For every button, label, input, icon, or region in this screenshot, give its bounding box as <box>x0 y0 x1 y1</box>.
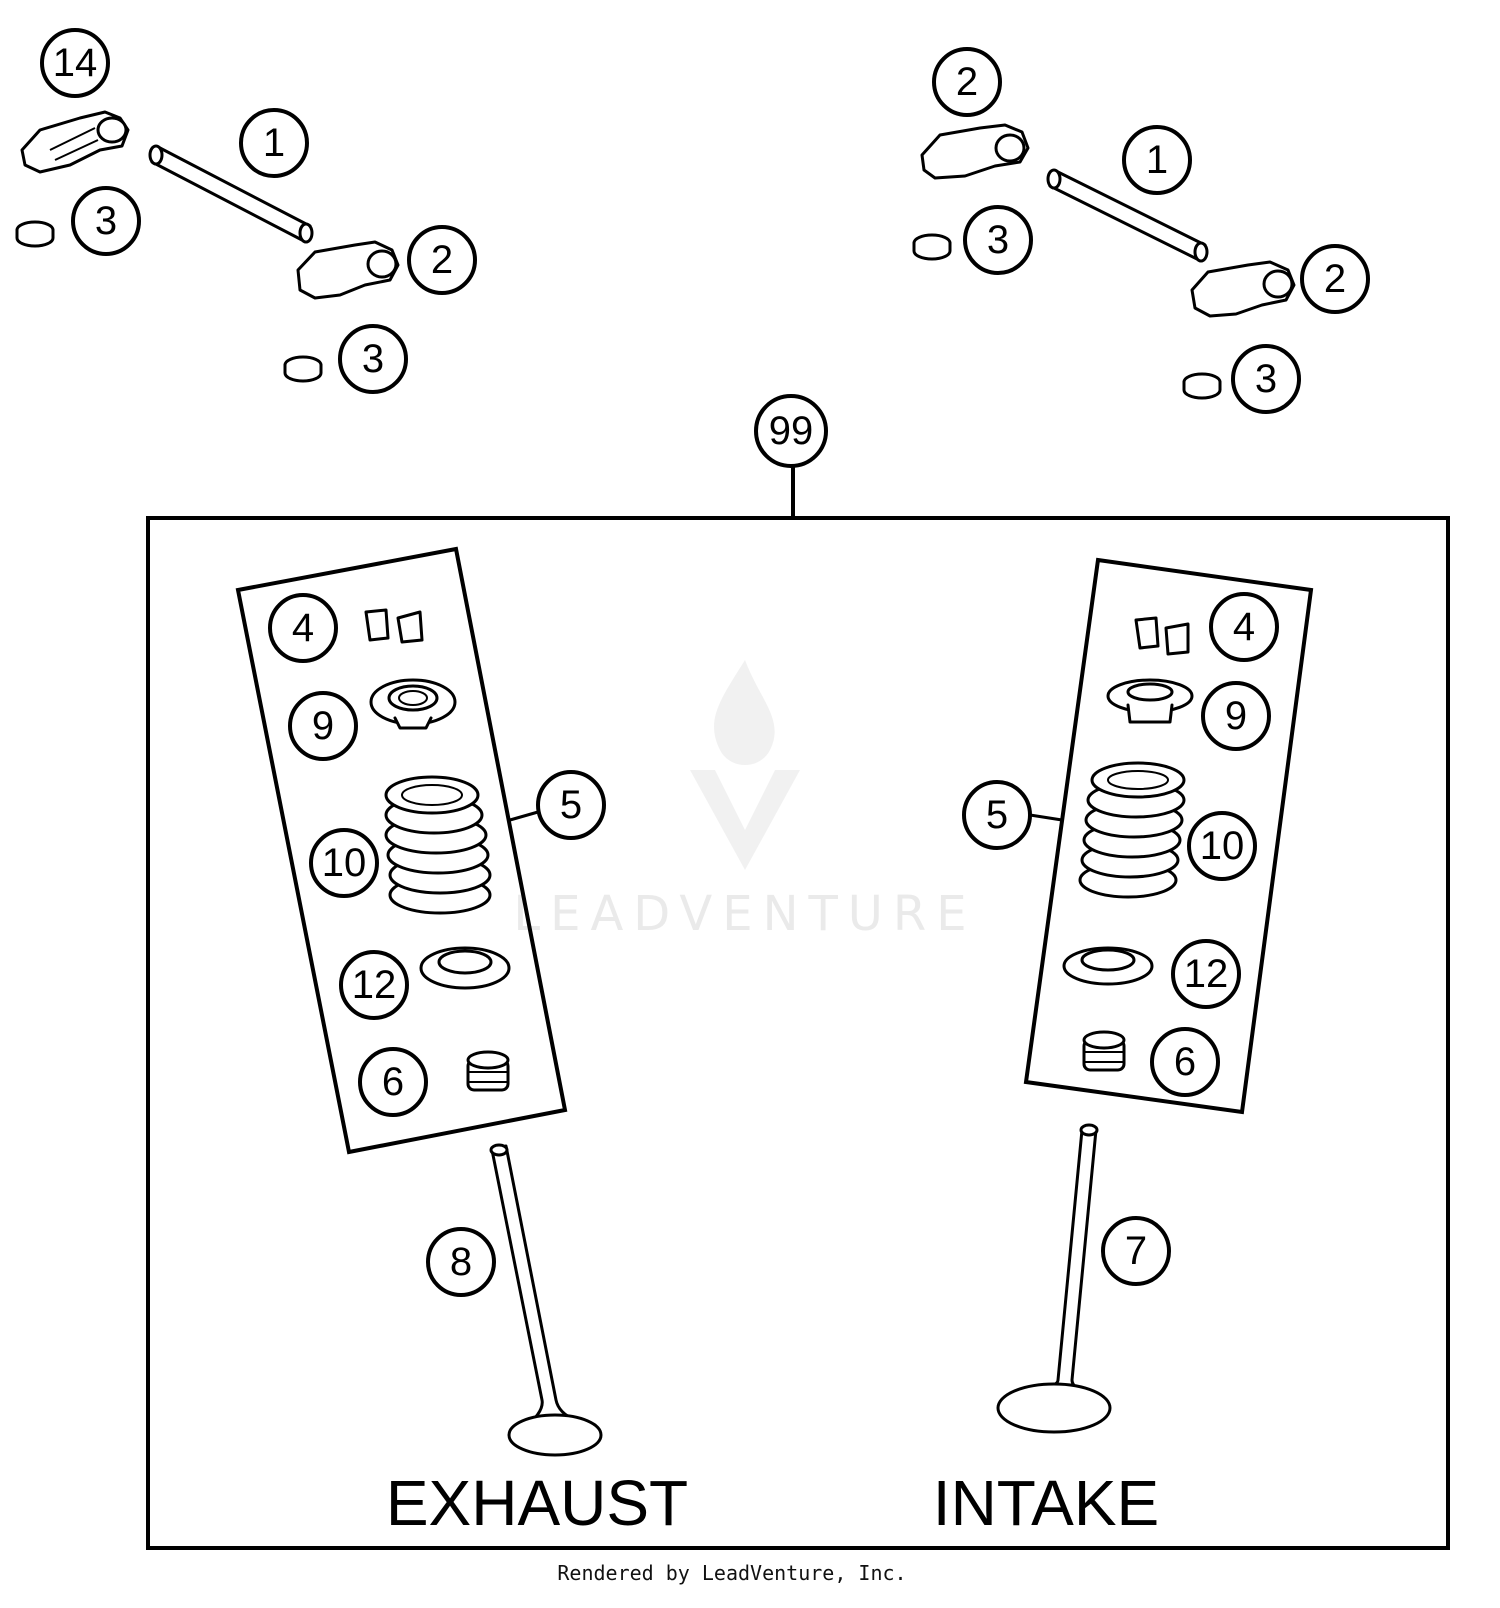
rocker-shaft-right <box>1046 168 1209 263</box>
valve-spring-exhaust <box>384 775 492 915</box>
callout-5-intake[interactable]: 5 <box>962 780 1032 850</box>
callout-99[interactable]: 99 <box>754 394 828 468</box>
callout-2-right-top[interactable]: 2 <box>932 47 1002 117</box>
svg-text:3: 3 <box>987 218 1009 262</box>
valve-keepers-intake <box>1134 616 1190 656</box>
svg-text:10: 10 <box>1200 824 1245 868</box>
callout-12-intake[interactable]: 12 <box>1171 939 1241 1009</box>
callout-9-exhaust[interactable]: 9 <box>288 691 358 761</box>
watermark-text: LEADVENTURE <box>513 886 976 942</box>
svg-text:12: 12 <box>352 963 397 1007</box>
spring-retainer-exhaust <box>369 678 457 730</box>
spring-seat-exhaust <box>419 946 511 990</box>
rocker-arm-2-left <box>296 240 400 300</box>
callout-4-exhaust[interactable]: 4 <box>268 593 338 663</box>
svg-text:10: 10 <box>322 841 367 885</box>
callout-7[interactable]: 7 <box>1101 1216 1171 1286</box>
rocker-arm-14 <box>20 110 130 174</box>
svg-text:4: 4 <box>1233 605 1255 649</box>
svg-text:4: 4 <box>292 606 314 650</box>
callout-3-right-1[interactable]: 3 <box>963 205 1033 275</box>
callout-8[interactable]: 8 <box>426 1227 496 1297</box>
rocker-arm-2-right-bottom <box>1190 260 1296 318</box>
svg-text:5: 5 <box>986 793 1008 837</box>
kit-5-intake-frame <box>1023 557 1314 1115</box>
svg-text:9: 9 <box>1225 694 1247 738</box>
footer-credit: Rendered by LeadVenture, Inc. <box>557 1561 906 1585</box>
callout-5-exhaust[interactable]: 5 <box>536 770 606 840</box>
washer-right-2 <box>1182 372 1222 400</box>
spring-seat-intake <box>1062 946 1154 986</box>
callout-10-exhaust[interactable]: 10 <box>309 828 379 898</box>
svg-text:8: 8 <box>450 1240 472 1284</box>
callout-14[interactable]: 14 <box>40 28 110 98</box>
svg-text:1: 1 <box>1146 138 1168 182</box>
callout-6-exhaust[interactable]: 6 <box>358 1047 428 1117</box>
callout-9-intake[interactable]: 9 <box>1201 681 1271 751</box>
watermark-logo <box>690 660 800 870</box>
kit-99-frame <box>146 516 1450 1550</box>
valve-keepers-exhaust <box>364 608 424 644</box>
svg-text:3: 3 <box>95 199 117 243</box>
callout-3-left-2[interactable]: 3 <box>338 324 408 394</box>
intake-label: INTAKE <box>933 1467 1159 1539</box>
callout-12-exhaust[interactable]: 12 <box>339 950 409 1020</box>
rocker-arm-2-right-top <box>920 123 1030 180</box>
callout-1-right[interactable]: 1 <box>1122 125 1192 195</box>
washer-right-1 <box>912 233 952 261</box>
svg-text:12: 12 <box>1184 952 1229 996</box>
kit-5-exhaust-frame <box>235 546 568 1155</box>
svg-text:1: 1 <box>263 121 285 165</box>
intake-valve <box>996 1123 1112 1434</box>
valve-stem-seal-exhaust <box>466 1050 510 1092</box>
valve-stem-seal-intake <box>1082 1030 1126 1072</box>
svg-text:2: 2 <box>431 238 453 282</box>
exhaust-label: EXHAUST <box>386 1467 688 1539</box>
svg-text:3: 3 <box>362 337 384 381</box>
exhaust-valve <box>489 1143 603 1457</box>
svg-text:6: 6 <box>1174 1040 1196 1084</box>
svg-text:7: 7 <box>1125 1229 1147 1273</box>
svg-text:14: 14 <box>53 41 98 85</box>
callout-4-intake[interactable]: 4 <box>1209 592 1279 662</box>
rocker-shaft-left <box>148 144 314 244</box>
callout-3-left-1[interactable]: 3 <box>71 186 141 256</box>
svg-text:5: 5 <box>560 783 582 827</box>
callout-10-intake[interactable]: 10 <box>1187 811 1257 881</box>
svg-text:9: 9 <box>312 704 334 748</box>
callout-1-left[interactable]: 1 <box>239 108 309 178</box>
valve-spring-intake <box>1078 761 1186 899</box>
svg-text:6: 6 <box>382 1060 404 1104</box>
svg-text:99: 99 <box>769 409 814 453</box>
callout-6-intake[interactable]: 6 <box>1150 1027 1220 1097</box>
svg-text:2: 2 <box>1324 257 1346 301</box>
washer-left-2 <box>283 355 323 383</box>
callout-2-left[interactable]: 2 <box>407 225 477 295</box>
washer-left-1 <box>15 220 55 248</box>
svg-text:2: 2 <box>956 60 978 104</box>
callout-3-right-2[interactable]: 3 <box>1231 344 1301 414</box>
svg-text:3: 3 <box>1255 357 1277 401</box>
spring-retainer-intake <box>1106 678 1194 724</box>
callout-2-right-bottom[interactable]: 2 <box>1300 244 1370 314</box>
